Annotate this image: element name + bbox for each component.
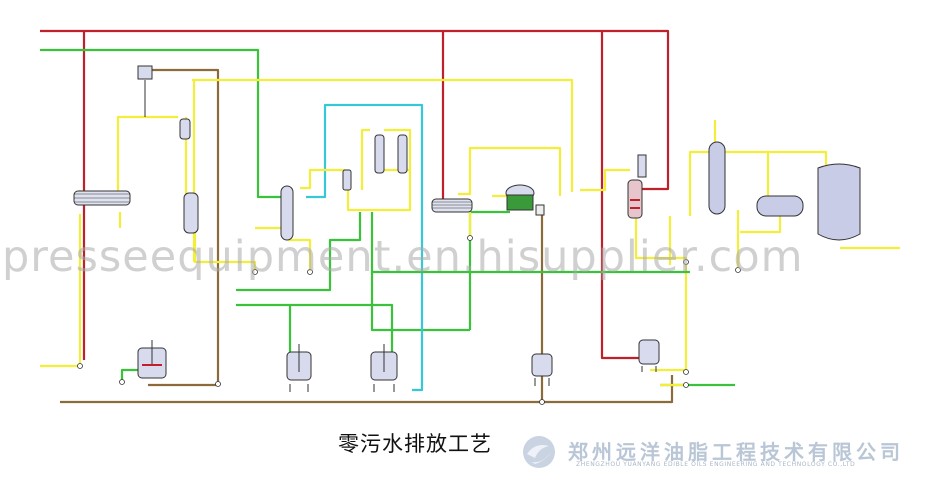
watermark-text: presseequipment.en.hisupplier.com [2,232,804,282]
cyan-lines [306,103,424,392]
tank-small-center [531,353,553,386]
column-middle [280,185,294,241]
distillation-column [708,141,726,215]
filter-1 [342,169,352,191]
company-name-en: ZHENGZHOU YUANYANG EDIBLE OILS ENGINEERI… [576,461,856,468]
logo-swirl-icon [523,436,555,468]
heat-exchanger-right [431,198,473,213]
tank-small-right [638,339,660,372]
small-column-1 [179,118,191,140]
heat-exchanger-left [73,190,131,206]
filter-2 [374,134,385,174]
company-name-cn: 郑州远洋油脂工程技术有限公司 [568,440,904,464]
separator-unit [505,184,545,216]
small-column-2 [183,192,199,234]
horizontal-drum [756,195,804,217]
filter-3 [397,134,408,174]
separator-box [137,65,153,80]
pumps [77,235,741,405]
condenser-column [627,154,647,219]
tank-agitator-2 [370,344,398,392]
tank-agitator-1 [286,344,312,392]
steam-lines [40,29,670,360]
equipment [73,65,861,405]
storage-tank [817,163,861,241]
diagram-title: 零污水排放工艺 [338,432,492,456]
tank-bottom-left [137,340,167,379]
